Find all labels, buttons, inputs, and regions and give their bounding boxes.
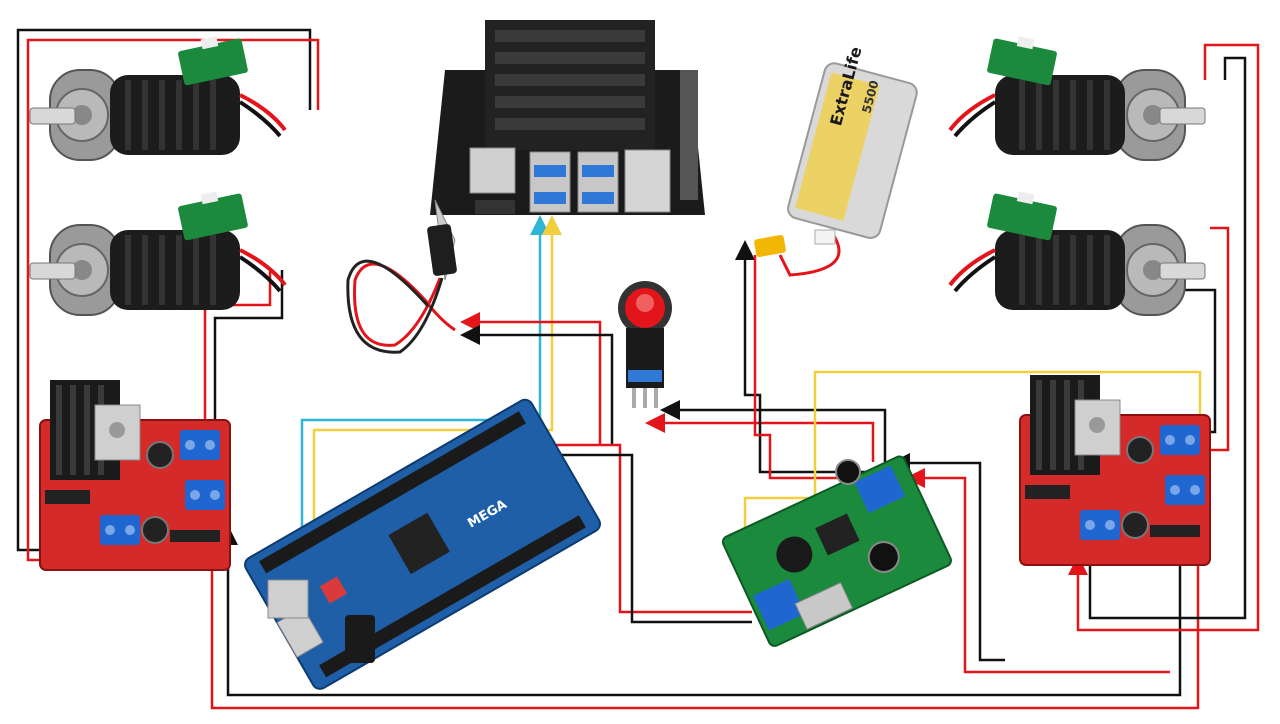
arduino-mega: MEGA — [242, 397, 603, 692]
motor-mid-right — [950, 191, 1205, 315]
motor-top-left — [30, 36, 285, 160]
jetson-board — [430, 20, 705, 215]
driver-right — [1020, 375, 1210, 565]
lipo-battery: ExtraLife 5500 — [754, 41, 925, 275]
driver-left — [40, 380, 230, 570]
motor-top-right — [950, 36, 1205, 160]
buck-converter — [721, 455, 953, 648]
power-button — [618, 281, 672, 408]
motor-mid-left — [30, 191, 285, 315]
dc-jack — [348, 200, 458, 352]
